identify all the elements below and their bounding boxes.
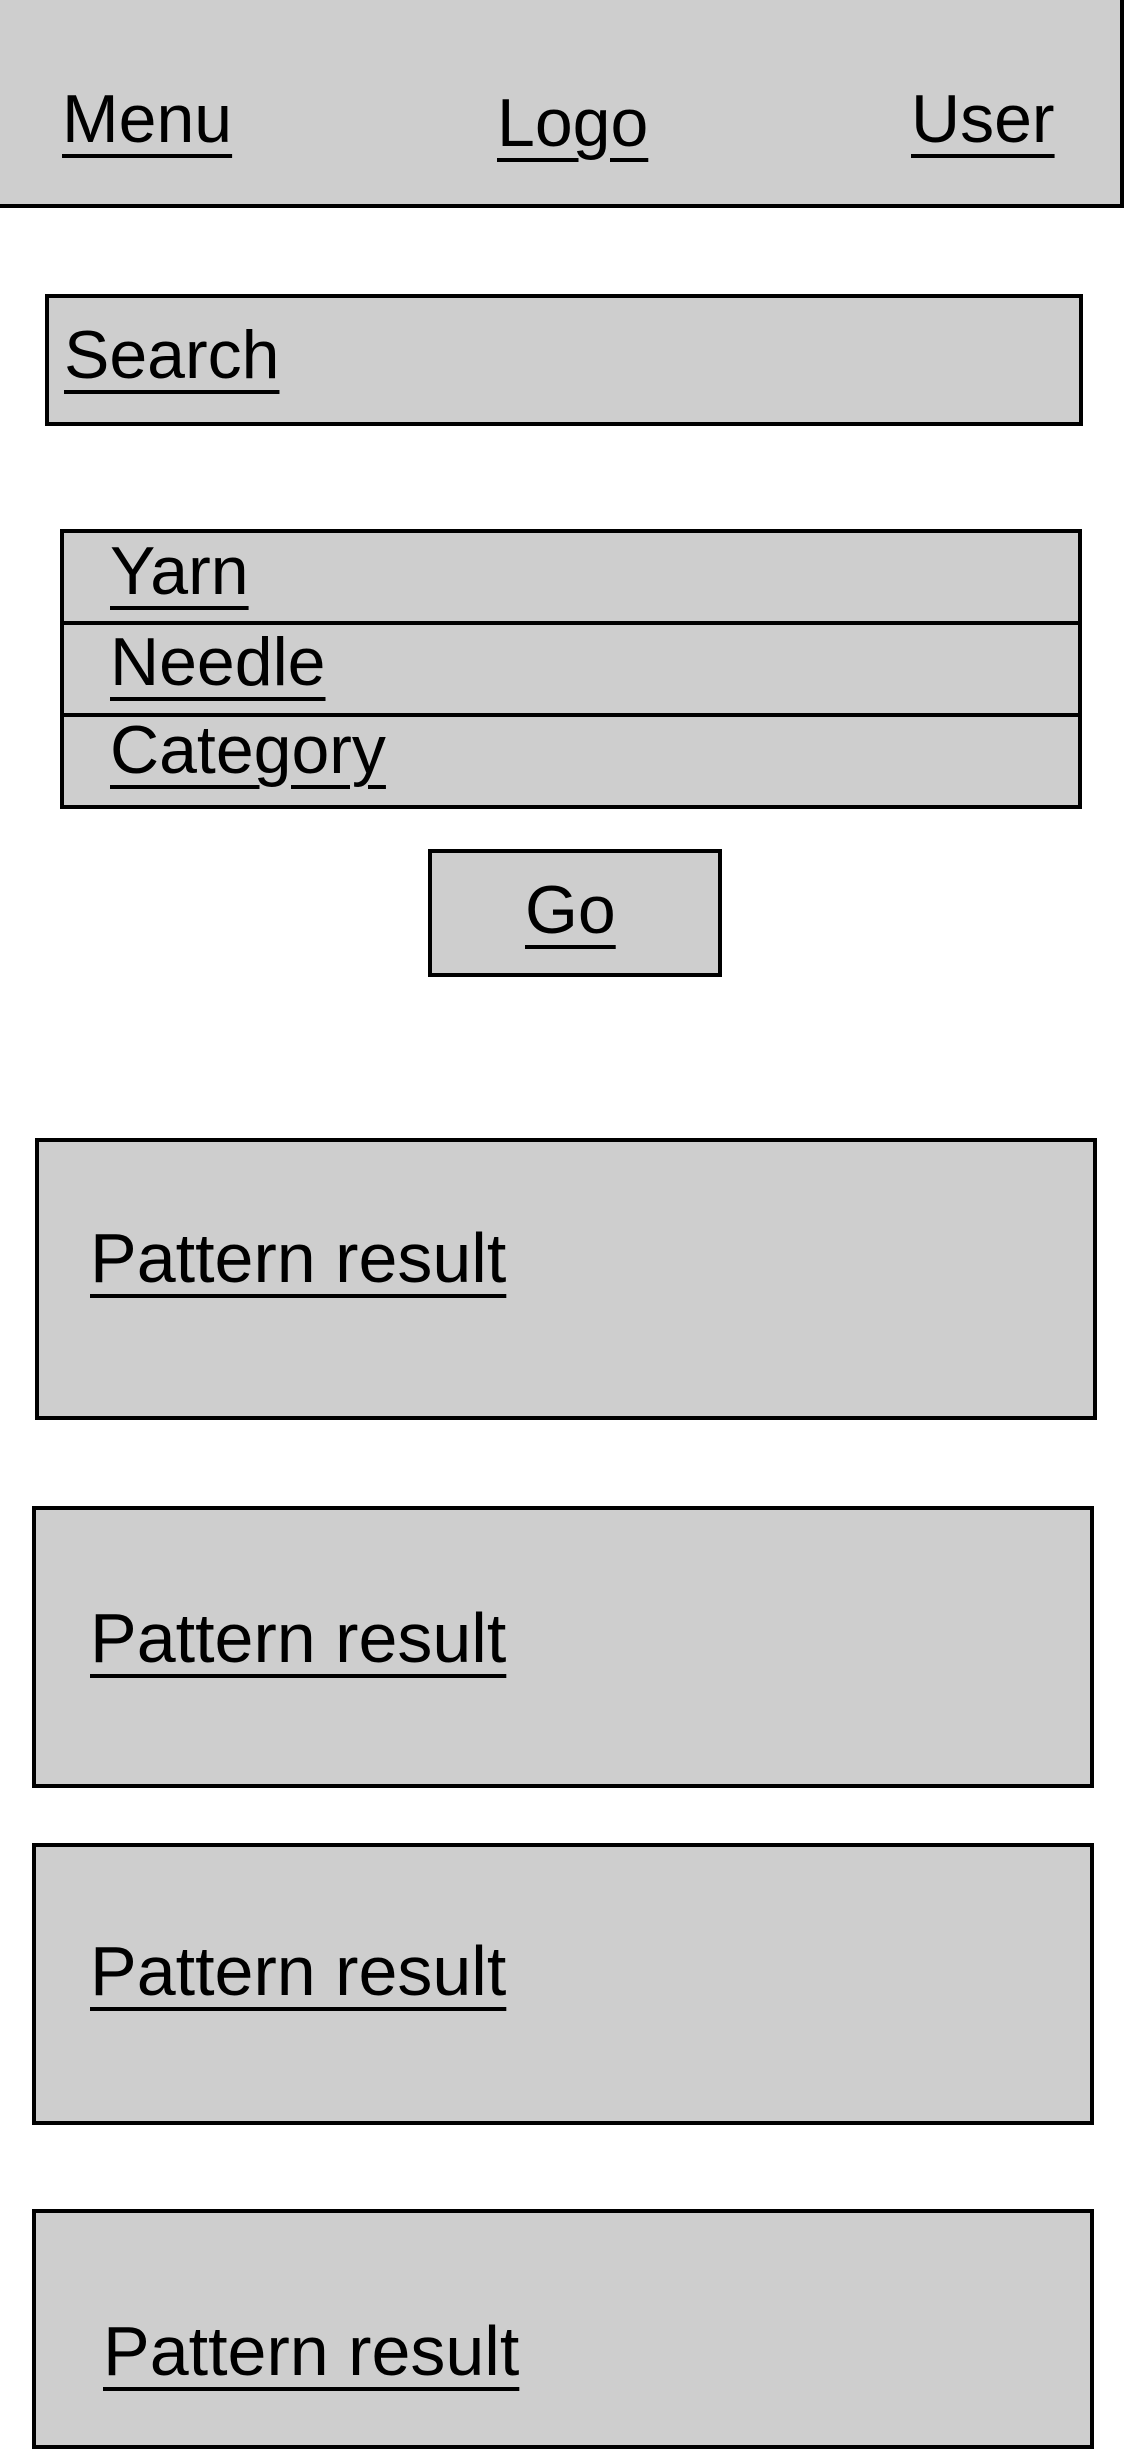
logo[interactable]: Logo (497, 85, 649, 161)
go-button-label: Go (525, 872, 616, 948)
pattern-result-title: Pattern result (103, 2312, 520, 2390)
pattern-result-title: Pattern result (90, 1599, 507, 1677)
filter-item-category[interactable] (60, 713, 1082, 809)
user-button[interactable]: User (911, 81, 1055, 157)
search-input[interactable] (45, 294, 1083, 426)
go-button[interactable] (428, 849, 722, 977)
pattern-result-card[interactable] (32, 2209, 1094, 2449)
filter-item-label: Needle (110, 624, 326, 700)
header-bar (0, 0, 1124, 208)
pattern-result-card[interactable] (32, 1843, 1094, 2125)
filter-item-label: Yarn (110, 533, 249, 609)
filter-item-label: Category (110, 712, 386, 788)
pattern-result-card[interactable] (32, 1506, 1094, 1788)
pattern-result-card[interactable] (35, 1138, 1097, 1420)
menu-button[interactable]: Menu (62, 81, 233, 157)
search-placeholder: Search (64, 317, 280, 393)
pattern-result-title: Pattern result (90, 1219, 507, 1297)
pattern-result-title: Pattern result (90, 1932, 507, 2010)
